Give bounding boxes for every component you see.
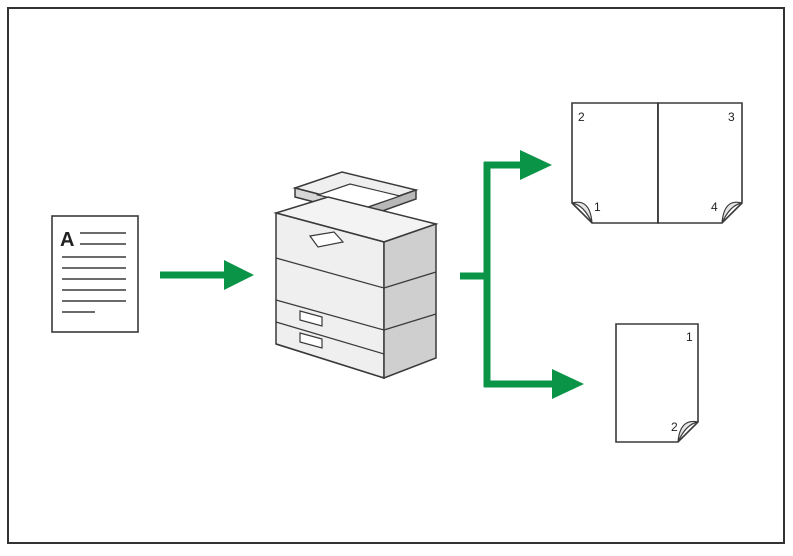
output-split-arrow <box>460 150 584 399</box>
booklet-page-label-top-right: 3 <box>728 110 735 124</box>
input-arrow <box>160 260 254 290</box>
booklet-page-label-bottom-left: 1 <box>594 200 601 214</box>
output-single-sheet-icon: 1 2 <box>615 323 699 443</box>
original-document-icon: A <box>51 215 139 333</box>
booklet-page-label-top-left: 2 <box>578 110 585 124</box>
output-booklet-icon: 2 3 1 4 <box>571 102 743 224</box>
printer-icon <box>273 171 439 380</box>
booklet-page-label-bottom-right: 4 <box>711 200 718 214</box>
original-letter: A <box>60 229 74 251</box>
single-sheet-page-label-back: 2 <box>671 420 678 434</box>
single-sheet-page-label-front: 1 <box>686 330 693 344</box>
